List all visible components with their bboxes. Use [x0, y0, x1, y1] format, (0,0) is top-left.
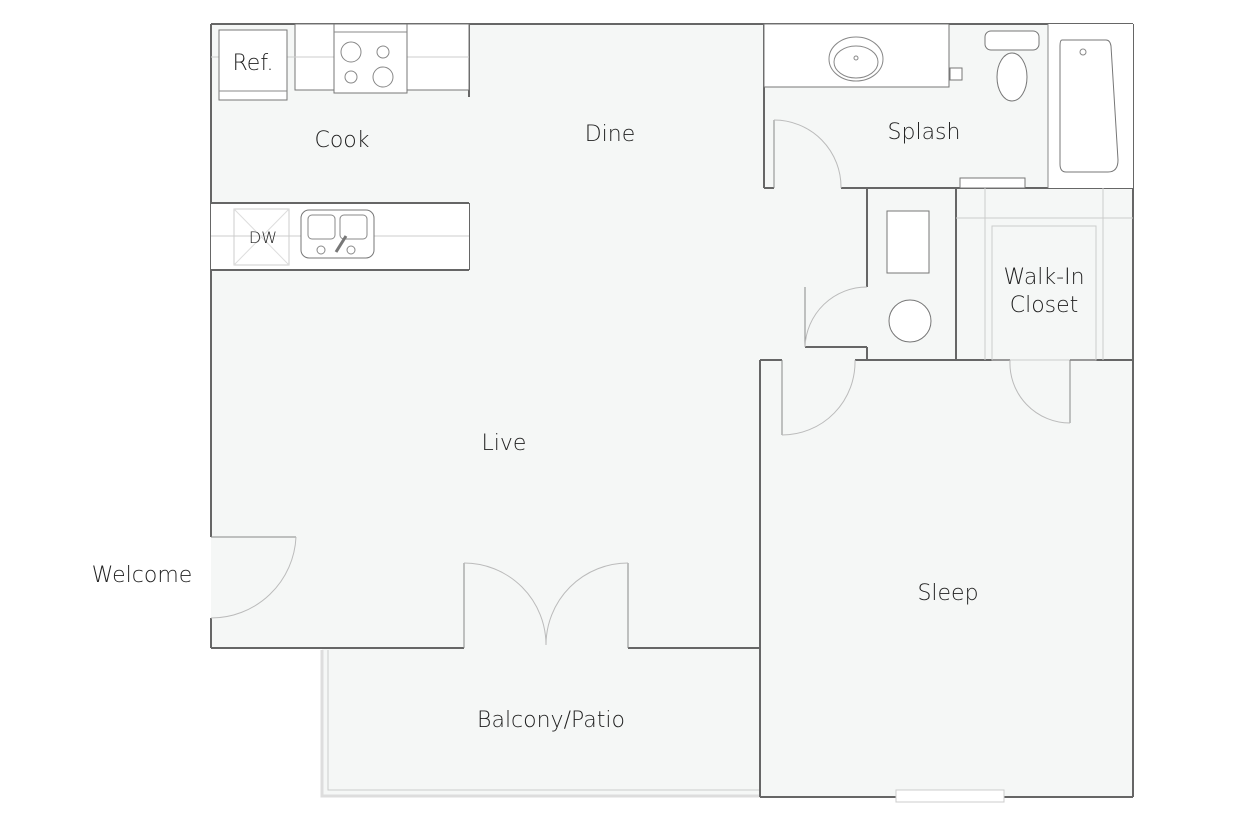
walk-in-closet-guides [956, 188, 1133, 424]
water-heater [886, 210, 930, 274]
stove-icon [333, 23, 408, 94]
room-label-cook: Cook [314, 128, 370, 153]
kitchen-fixtures [211, 23, 470, 271]
linen-closet [804, 210, 932, 348]
floors [211, 24, 1133, 797]
refrigerator-label: Ref. [232, 51, 274, 76]
room-label-splash: Splash [887, 120, 961, 145]
bathroom-sink-icon [828, 36, 884, 82]
dishwasher-label: DW [248, 228, 278, 247]
toilet-icon [984, 30, 1040, 102]
entry-door [210, 536, 297, 619]
room-label-sleep: Sleep [917, 581, 979, 606]
refrigerator [218, 29, 288, 101]
balcony-outline [320, 650, 760, 798]
room-label-welcome: Welcome [91, 563, 193, 588]
sink-icon [300, 209, 375, 259]
room-label-balcony: Balcony/Patio [477, 708, 625, 733]
balcony-doors [463, 562, 629, 648]
bedroom-door [781, 359, 856, 436]
room-label-live: Live [481, 431, 527, 456]
room-label-walk-in-closet: Walk-In Closet [1003, 265, 1085, 318]
room-label-dine: Dine [584, 122, 636, 147]
bath-fixtures [763, 23, 1133, 189]
window [895, 789, 1005, 803]
bathtub-icon [1059, 39, 1119, 173]
dishwasher-icon [233, 208, 290, 266]
